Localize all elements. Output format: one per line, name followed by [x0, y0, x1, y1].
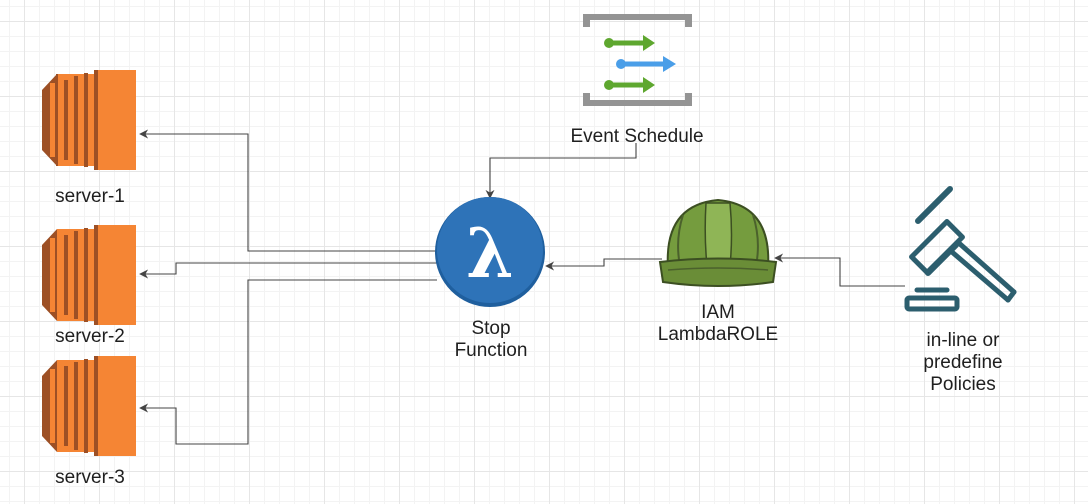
- connector-event-to-lambda[interactable]: [485, 143, 637, 199]
- server-3-node[interactable]: [42, 356, 136, 456]
- server-1-label: server-1: [55, 186, 125, 207]
- svg-text:λ: λ: [466, 214, 514, 294]
- iam-role-label: IAM LambdaROLE: [657, 302, 779, 345]
- gavel-icon: [904, 186, 1017, 312]
- stop-function-node[interactable]: λ: [435, 197, 545, 307]
- server-2-label: server-2: [55, 326, 125, 347]
- server-2-node[interactable]: [42, 225, 136, 325]
- iam-role-node[interactable]: [658, 198, 778, 287]
- policies-label: in-line or predefine Policies: [923, 330, 1003, 395]
- policies-node[interactable]: [904, 186, 1017, 312]
- connectors: [139, 129, 905, 445]
- server-1-node[interactable]: [42, 70, 136, 170]
- ec2-instance-icon: [42, 70, 136, 170]
- connector-iam-to-lambda[interactable]: [545, 258, 662, 271]
- lambda-icon: λ: [435, 197, 545, 307]
- event-schedule-label: Event Schedule: [570, 126, 704, 147]
- connector-lambda-to-server1[interactable]: [139, 129, 437, 252]
- connector-policies-to-iam[interactable]: [774, 253, 905, 287]
- ec2-instance-icon: [42, 356, 136, 456]
- event-schedule-node[interactable]: [583, 14, 692, 106]
- ec2-instance-icon: [42, 225, 136, 325]
- hard-hat-icon: [658, 198, 778, 287]
- event-schedule-icon: [583, 14, 692, 106]
- server-3-label: server-3: [55, 467, 125, 488]
- stop-function-label: Stop Function: [454, 318, 528, 361]
- connector-lambda-to-server3[interactable]: [139, 279, 437, 445]
- connector-lambda-to-server2[interactable]: [139, 262, 437, 279]
